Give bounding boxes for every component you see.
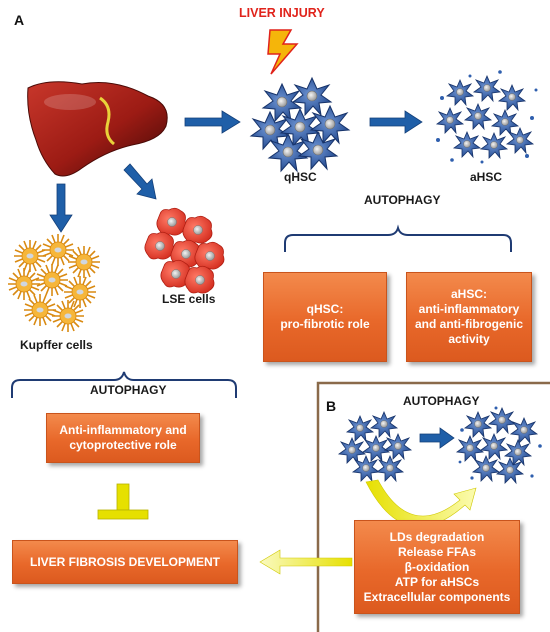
arrow-liver-to-lse bbox=[123, 163, 157, 200]
lightning-icon bbox=[267, 29, 299, 75]
arrow-liver-to-qhsc bbox=[184, 110, 241, 134]
lse-cells-label: LSE cells bbox=[162, 292, 216, 306]
panel-b-frame bbox=[316, 381, 550, 632]
ahsc-role-line4: activity bbox=[448, 332, 490, 346]
bracket-top bbox=[284, 224, 512, 252]
lse-cell-icon bbox=[144, 207, 225, 294]
qhsc-role-box: qHSC: pro-fibrotic role bbox=[263, 272, 387, 362]
panel-b-curved-arrow bbox=[365, 479, 477, 527]
kupffer-cell-icon bbox=[7, 233, 101, 333]
panel-a-letter: A bbox=[14, 12, 25, 28]
autophagy-left-label: AUTOPHAGY bbox=[90, 383, 167, 397]
panel-b-item-1: LDs degradation bbox=[389, 529, 485, 544]
panel-b-item-5: Extracellular components bbox=[363, 589, 511, 604]
kupffer-role-box: Anti-inflammatory and cytoprotective rol… bbox=[46, 413, 200, 463]
panel-b-letter: B bbox=[326, 398, 337, 414]
ahsc-role-line2: anti-inflammatory bbox=[418, 302, 520, 316]
qhsc-role-line1: qHSC: bbox=[306, 302, 344, 316]
panel-b-item-2: Release FFAs bbox=[397, 544, 477, 559]
ahsc-label: aHSC bbox=[470, 170, 503, 184]
kupffer-cells-label: Kupffer cells bbox=[20, 338, 93, 352]
panel-b-item-3: β-oxidation bbox=[404, 559, 470, 574]
ahsc-role-line1: aHSC: bbox=[450, 287, 487, 301]
list-to-fibrosis-arrow bbox=[259, 549, 353, 575]
qhsc-role-line2: pro-fibrotic role bbox=[280, 317, 370, 331]
liver-fibrosis-box: LIVER FIBROSIS DEVELOPMENT bbox=[12, 540, 238, 584]
kupffer-role-line2: cytoprotective role bbox=[69, 438, 177, 452]
liver-injury-label: LIVER INJURY bbox=[239, 6, 325, 20]
ahsc-role-box: aHSC: anti-inflammatory and anti-fibroge… bbox=[406, 272, 532, 362]
qhsc-stellate-cell-icon bbox=[250, 77, 350, 172]
qhsc-label: qHSC bbox=[284, 170, 317, 184]
ahsc-stellate-cell-icon bbox=[436, 70, 538, 164]
autophagy-top-label: AUTOPHAGY bbox=[364, 193, 441, 207]
liver-fibrosis-label: LIVER FIBROSIS DEVELOPMENT bbox=[29, 554, 221, 569]
panel-b-arrow bbox=[419, 427, 455, 449]
arrow-liver-to-kupffer bbox=[49, 183, 73, 233]
bracket-left bbox=[11, 371, 237, 398]
kupffer-role-line1: Anti-inflammatory and bbox=[59, 423, 187, 437]
panel-b-qhsc-cell-icon bbox=[338, 411, 412, 482]
panel-b-mechanisms-box: LDs degradation Release FFAs β-oxidation… bbox=[354, 520, 520, 614]
panel-b-autophagy-label: AUTOPHAGY bbox=[403, 394, 480, 408]
arrow-qhsc-to-ahsc bbox=[369, 110, 423, 134]
liver-icon bbox=[27, 81, 168, 177]
inhibition-bar-icon bbox=[97, 483, 149, 520]
panel-b-item-4: ATP for aHSCs bbox=[394, 574, 480, 589]
panel-b-ahsc-cell-icon bbox=[456, 406, 542, 484]
ahsc-role-line3: and anti-fibrogenic bbox=[415, 317, 523, 331]
blue-arrows bbox=[49, 110, 423, 233]
